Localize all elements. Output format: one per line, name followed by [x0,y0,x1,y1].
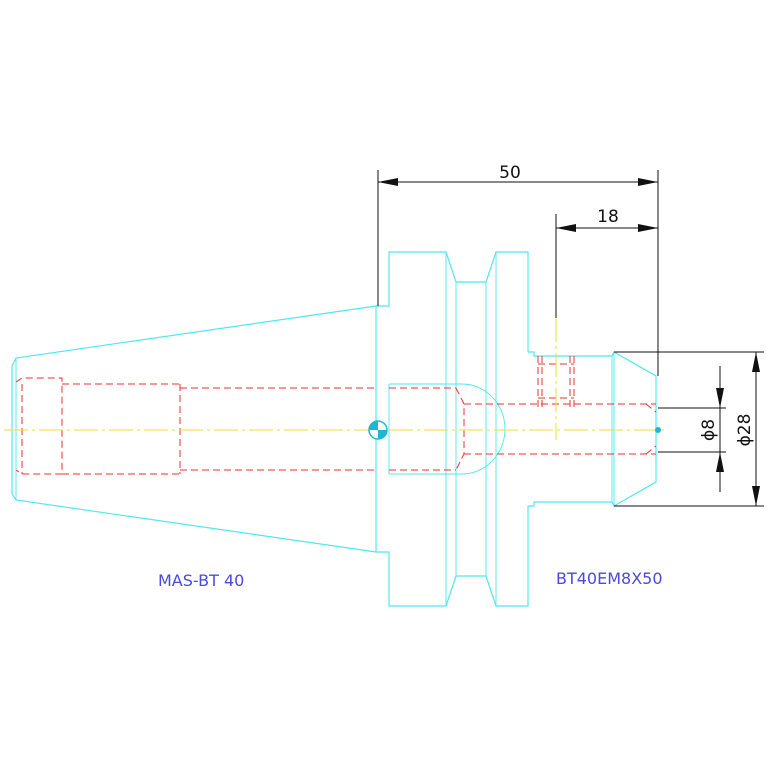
holder-label: BT40EM8X50 [556,569,663,588]
flange [376,251,529,607]
hidden-bores [15,356,657,475]
dimension-phi8-label: ϕ8 [699,419,719,441]
dimension-outer-diameter: ϕ28 [614,351,764,507]
centerlines [4,318,664,440]
dimension-18-label: 18 [597,207,619,227]
taper-shank [11,305,377,553]
dimension-bore-diameter: ϕ8 [658,366,726,492]
origin-marker [368,420,661,440]
dimension-bore-depth: 18 [555,207,658,318]
dimension-50-label: 50 [499,163,521,183]
dimension-phi28-label: ϕ28 [735,414,755,447]
dimension-overall-length: 50 [377,163,659,376]
shank-label: MAS-BT 40 [158,571,244,590]
holder-nose [528,351,657,507]
